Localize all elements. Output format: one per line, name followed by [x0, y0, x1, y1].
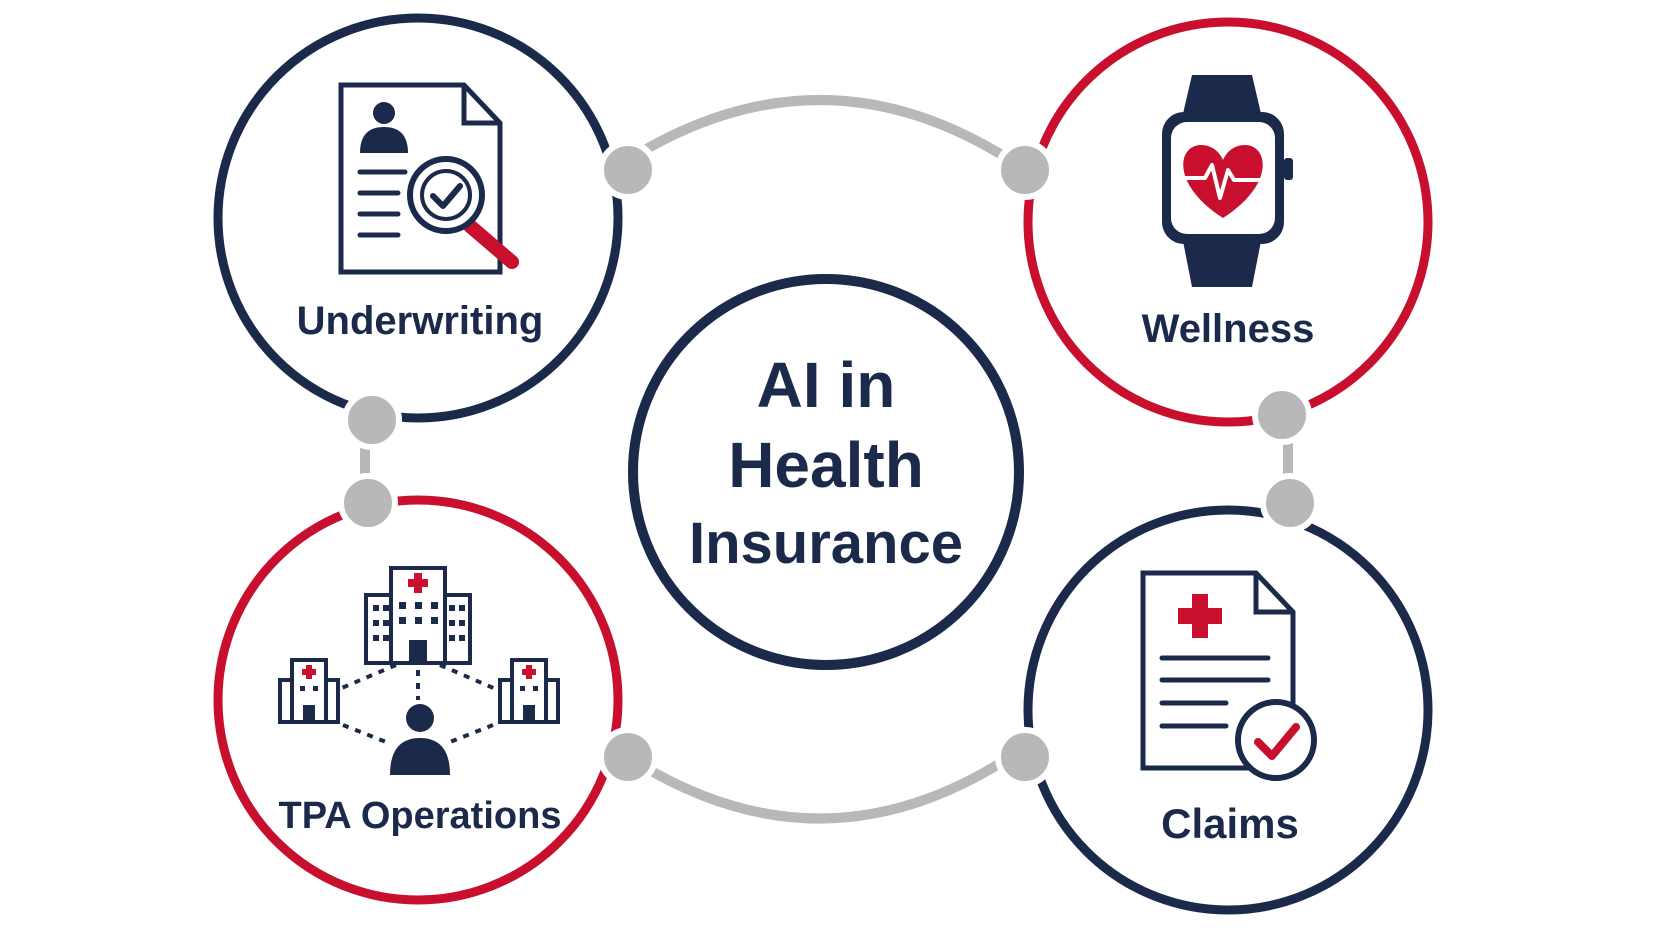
connector-dot	[598, 140, 658, 200]
connector-dots	[338, 140, 1320, 787]
hospital-network-icon	[278, 566, 560, 775]
underwriting-ring	[213, 13, 623, 423]
center-title-line-2: Health	[728, 429, 924, 501]
claims-ring	[1023, 505, 1433, 915]
connector-bottom	[623, 752, 1015, 824]
center-title-line-1: AI in	[757, 349, 896, 421]
center-ring	[628, 274, 1024, 670]
connector-dot	[1252, 385, 1312, 445]
document-magnifier-check-icon	[338, 82, 519, 275]
connector-dot	[342, 390, 402, 450]
tpa-ring	[213, 495, 623, 905]
smartwatch-heart-icon	[1162, 75, 1293, 287]
connector-dot	[995, 727, 1055, 787]
tpa-operations-label: TPA Operations	[279, 795, 562, 837]
claims-label: Claims	[1161, 800, 1299, 847]
connector-top	[623, 95, 1015, 165]
medical-claim-document-icon	[1140, 570, 1317, 781]
connector-dot	[598, 727, 658, 787]
underwriting-label: Underwriting	[297, 299, 544, 343]
center-title-line-3: Insurance	[689, 511, 963, 576]
wellness-ring	[1023, 17, 1433, 427]
connector-dot	[338, 473, 398, 533]
connector-dot	[995, 140, 1055, 200]
wellness-label: Wellness	[1142, 307, 1315, 351]
connector-dot	[1260, 473, 1320, 533]
